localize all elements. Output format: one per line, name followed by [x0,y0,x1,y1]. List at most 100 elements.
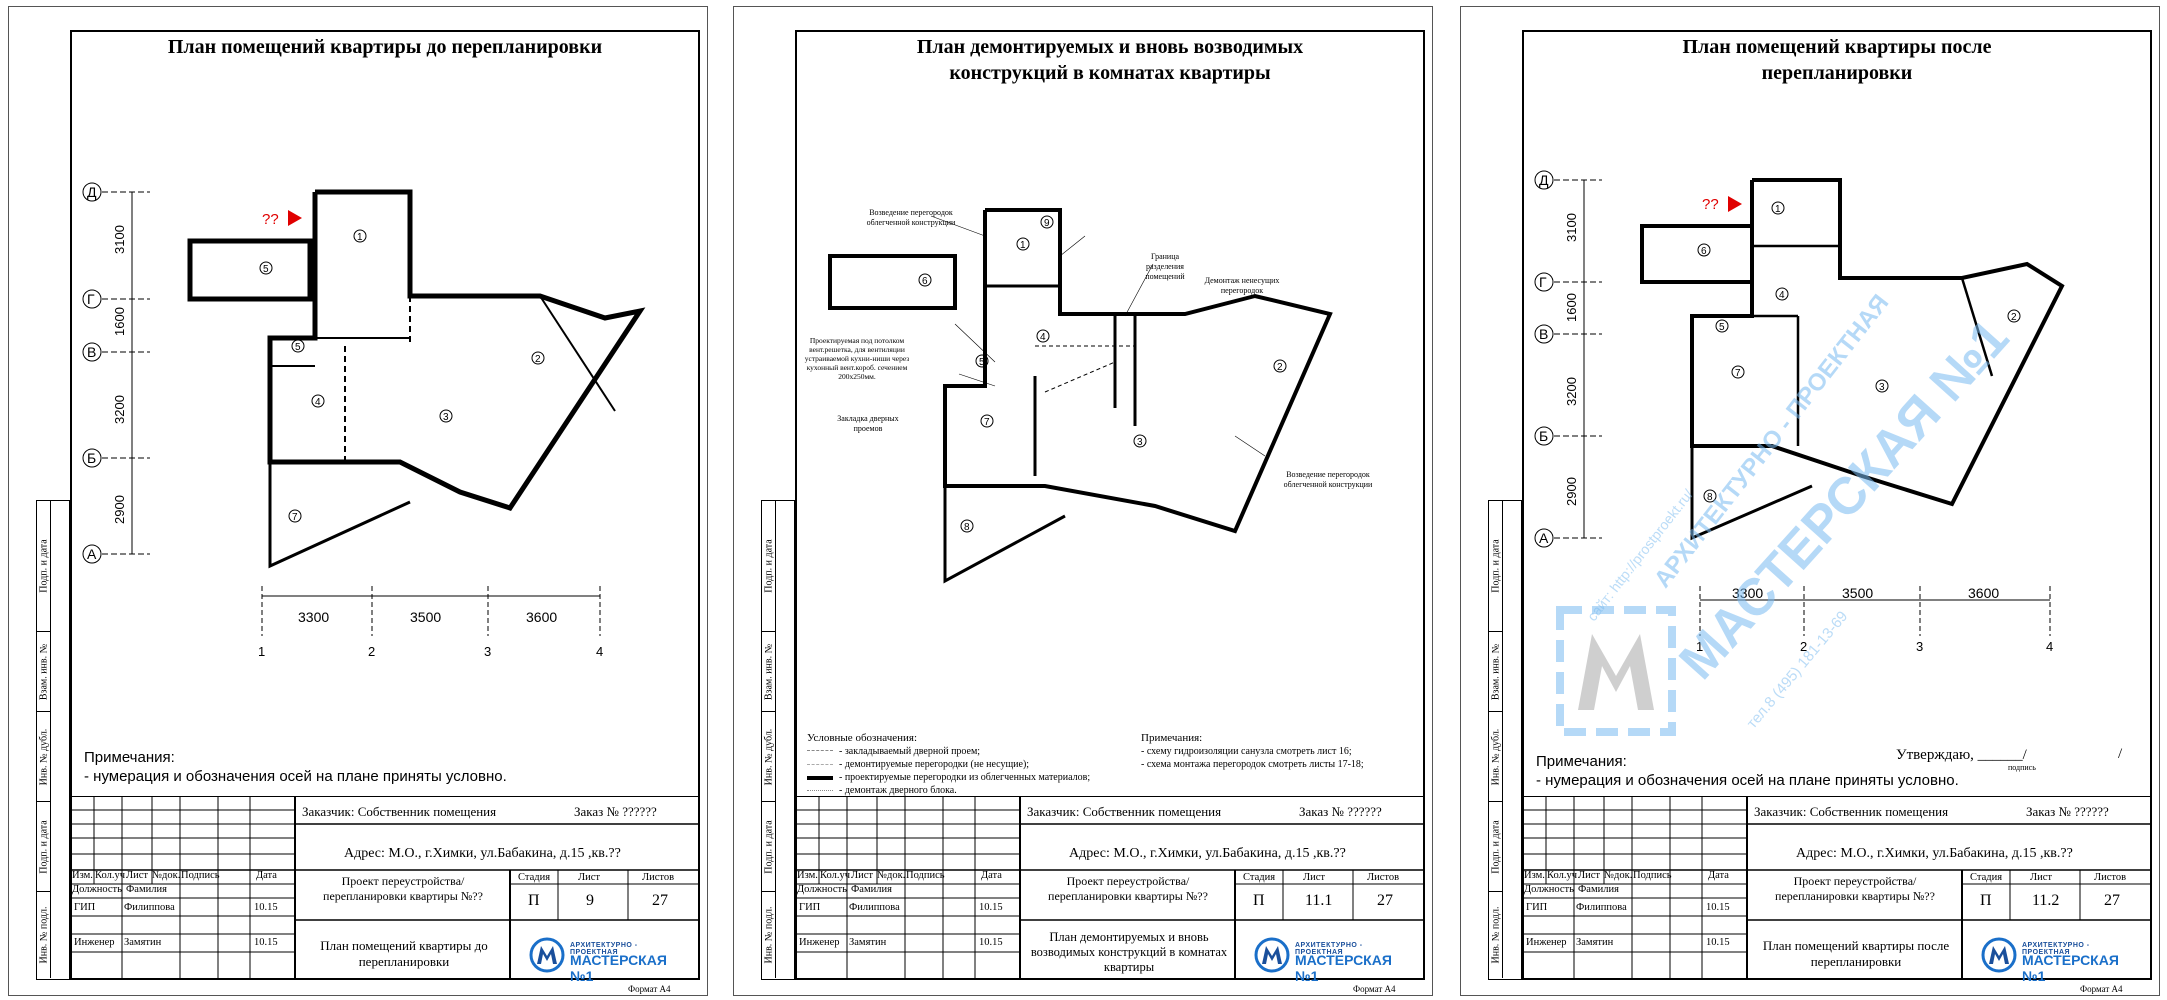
logo-icon [1981,937,2017,973]
axis-label: 2 [1800,639,1807,654]
side-strip: Подп. и дата Взам. инв. № Инв. № дубл. П… [36,500,70,980]
stamp-sheets-head: Листов [642,872,675,883]
legend-item: - демонтаж дверного блока. [807,784,1137,797]
svg-text:4: 4 [1040,332,1046,343]
notes-title: Примечания: [1536,753,1627,770]
svg-text:7: 7 [1735,368,1741,379]
stamp-stage: П [1980,892,1992,909]
note-line: - нумерация и обозначения осей на плане … [1536,772,1959,789]
side-label: Инв. № дубл. [763,728,774,785]
side-strip: Подп. и дата Взам. инв. № Инв. № дубл. П… [1488,500,1522,980]
note-line: - схему гидроизоляции санузла смотреть л… [1141,746,1352,757]
stamp-stage-head: Стадия [1970,872,2003,883]
stamp-plan-title: План демонтируемых и вновь возводимых ко… [1030,930,1228,974]
axis-label: Б [87,450,96,466]
floor-plan: Д Г В Б А 3100 1600 3200 2900 3300 3500 … [82,182,646,659]
stamp-stage: П [528,892,540,909]
stamp-order: Заказ № ?????? [2026,804,2109,819]
stamp-role: ГИП [1526,902,1548,913]
side-label: Взам. инв. № [1490,643,1501,700]
logo-icon [1254,937,1290,973]
side-cell: Инв. № подл. [1489,891,1503,978]
row-axes: Д Г В Б А 3100 1600 3200 2900 [82,182,150,564]
logo-main: МАСТЕРСКАЯ №1 [2022,952,2119,984]
stamp-stage-head: Стадия [518,872,551,883]
stamp-address: Адрес: М.О., г.Химки, ул.Бабакина, д.15 … [1796,846,2073,861]
stamp-customer: Заказчик: Собственник помещения [302,804,497,819]
svg-text:4: 4 [315,397,321,408]
stamp-col-head: Кол.уч [95,870,125,881]
svg-text:1: 1 [1020,240,1026,251]
stamp-total: 27 [1377,892,1393,909]
sheet-title: План демонтируемых и вновь возводимых ко… [795,34,1425,86]
stamp-col-head: Изм. [797,870,818,881]
sheet-title: План помещений квартиры до перепланировк… [70,34,700,60]
sheet-3: План помещений квартиры после перепланир… [1460,6,2160,996]
stamp-role-head: Должность [1524,884,1574,895]
stamp-plan-title: План помещений квартиры после перепланир… [1762,938,1950,969]
stamp-role-head: Должность [72,884,122,895]
stamp-name: Замятин [124,937,162,948]
inner-walls [270,295,616,462]
room-numbers: 1 2 3 4 5 6 7 8 9 [918,215,1287,533]
dim-text: 3600 [526,609,557,625]
stamp-sheet-no: 11.2 [2032,892,2060,909]
svg-text:8: 8 [1707,492,1713,503]
stamp-order: Заказ № ?????? [1299,804,1382,819]
stamp-name: Филиппова [1576,902,1627,913]
svg-text:2: 2 [1277,362,1283,373]
format-label: Формат А4 [628,984,671,994]
svg-text:1: 1 [357,232,363,243]
svg-text:5: 5 [1719,322,1725,333]
title-line: План демонтируемых и вновь возводимых [916,36,1304,58]
side-cell: Инв. № дубл. [37,711,51,801]
callout: Демонтаж ненесущих перегородок [1204,276,1280,295]
side-label: Инв. № дубл. [38,728,49,785]
stamp-col-head: Дата [1708,870,1729,881]
svg-text:5: 5 [263,264,269,275]
svg-text:4: 4 [1779,290,1785,301]
legend-title: Условные обозначения: [807,732,918,744]
stamp-sheets-head: Листов [1367,872,1400,883]
dim-text: 3300 [298,609,329,625]
logo-top: АРХИТЕКТУРНО - ПРОЕКТНАЯ [1295,942,1363,956]
side-label: Взам. инв. № [763,643,774,700]
svg-text:7: 7 [984,417,990,428]
stamp-role: Инженер [74,937,115,948]
axis-label: А [1539,530,1549,546]
title-line: перепланировки [1761,62,1913,84]
stamp-name-head: Фамилия [126,884,167,895]
stamp-col-head: Подпись [1633,870,1672,881]
stamp-col-head: Подпись [906,870,945,881]
side-label: Инв. № подл. [1490,906,1501,964]
stamp-order: Заказ № ?????? [574,804,657,819]
svg-text:3: 3 [1879,382,1885,393]
side-label: Подп. и дата [1490,819,1501,874]
callout: Закладка дверных проемов [837,414,899,433]
room-numbers: 1 2 3 4 5 5 7 [259,229,545,523]
axis-label: Б [1539,428,1548,444]
dim-text: 3500 [410,609,441,625]
stamp-grid [795,796,1425,980]
stamp-col-head: Лист [1578,870,1600,881]
dim-text: 3600 [1968,585,1999,601]
svg-text:5: 5 [979,357,985,368]
stamp-address: Адрес: М.О., г.Химки, ул.Бабакина, д.15 … [1069,846,1346,861]
dim-text: 3200 [112,395,127,424]
svg-text:6: 6 [922,276,928,287]
svg-text:8: 8 [964,522,970,533]
stamp-name-head: Фамилия [1578,884,1619,895]
stamp-col-head: Изм. [72,870,93,881]
svg-text:2: 2 [535,354,541,365]
arrow-label: ?? [262,211,279,228]
note-line: - схема монтажа перегородок смотреть лис… [1141,759,1364,770]
callout: Возведение перегородок облегченной конст… [1283,470,1373,489]
stamp-plan-title: План помещений квартиры до перепланировк… [320,938,488,969]
logo-icon [529,937,565,973]
company-logo: АРХИТЕКТУРНО - ПРОЕКТНАЯ МАСТЕРСКАЯ №1 [528,936,674,984]
stamp-customer: Заказчик: Собственник помещения [1027,804,1222,819]
stamp-stage-head: Стадия [1243,872,1276,883]
axis-label: В [1539,326,1548,342]
stamp-project: Проект переустройства/перепланировки ква… [1048,874,1208,903]
side-label: Подп. и дата [763,539,774,593]
